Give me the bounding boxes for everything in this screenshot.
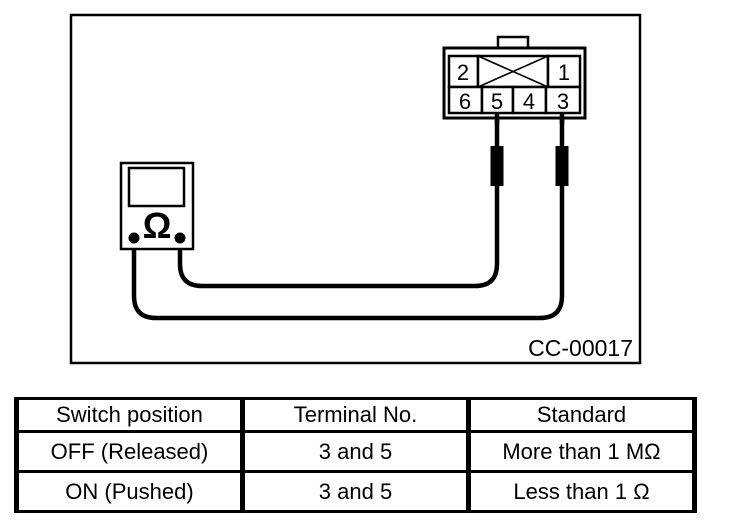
cell-switch-position-off: OFF (Released) bbox=[14, 430, 245, 473]
ohmmeter-terminal-left bbox=[128, 232, 140, 244]
probe-terminal-3 bbox=[555, 146, 569, 186]
header-standard: Standard bbox=[466, 397, 697, 433]
connector-number-4: 4 bbox=[523, 89, 535, 114]
header-switch-position: Switch position bbox=[14, 397, 245, 433]
resistance-spec-table: Switch position Terminal No. Standard OF… bbox=[14, 397, 697, 513]
cell-terminal-no-on: 3 and 5 bbox=[240, 470, 471, 513]
connector-number-2: 2 bbox=[457, 60, 469, 85]
table-row-off: OFF (Released) 3 and 5 More than 1 MΩ bbox=[14, 430, 697, 473]
cell-standard-on: Less than 1 Ω bbox=[466, 470, 697, 513]
connector-cell-2 bbox=[447, 54, 480, 89]
probe-terminal-5 bbox=[490, 146, 504, 186]
header-terminal-no: Terminal No. bbox=[240, 397, 471, 433]
table-header-row: Switch position Terminal No. Standard bbox=[14, 397, 697, 433]
cell-standard-off: More than 1 MΩ bbox=[466, 430, 697, 473]
cell-switch-position-on: ON (Pushed) bbox=[14, 470, 245, 513]
connector-number-1: 1 bbox=[558, 60, 570, 85]
connector-number-6: 6 bbox=[459, 89, 471, 114]
cell-terminal-no-off: 3 and 5 bbox=[240, 430, 471, 473]
test-lead-terminal-3 bbox=[131, 112, 565, 321]
ohmmeter-terminal-right bbox=[174, 232, 186, 244]
connector-number-3: 3 bbox=[557, 89, 569, 114]
figure-code-label: CC-00017 bbox=[528, 335, 633, 361]
test-circuit-diagram: 2 1 6 5 4 3 Ω CC-00017 bbox=[69, 13, 642, 365]
ohmmeter-display bbox=[127, 166, 186, 208]
blocked-cell-cross-line-2 bbox=[477, 55, 549, 88]
test-lead-terminal-5 bbox=[177, 112, 500, 289]
ohm-symbol: Ω bbox=[143, 205, 172, 246]
connector-number-5: 5 bbox=[491, 89, 503, 114]
table-row-on: ON (Pushed) 3 and 5 Less than 1 Ω bbox=[14, 470, 697, 513]
